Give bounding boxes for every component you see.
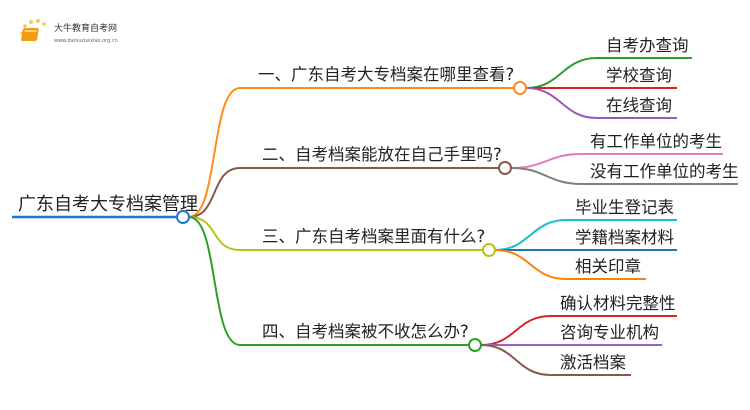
child-edge <box>510 167 738 185</box>
child-label: 在线查询 <box>606 96 672 115</box>
child-label: 没有工作单位的考生 <box>590 162 739 181</box>
branch-edge <box>188 216 483 251</box>
child-edge <box>494 219 677 251</box>
branch-label: 一、广东自考大专档案在哪里查看? <box>258 65 514 84</box>
book-logo-icon <box>20 19 46 42</box>
child-label: 学校查询 <box>606 66 672 85</box>
branch-edge <box>188 216 469 346</box>
child-label: 确认材料完整性 <box>560 294 676 313</box>
branch-edge <box>188 167 499 218</box>
child-label: 相关印章 <box>575 257 641 276</box>
child-edge <box>494 249 646 280</box>
child-edge <box>510 153 723 169</box>
logo: 大牛教育自考网 www.daniuzuexiao.org.cn <box>20 19 118 44</box>
child-edge <box>480 344 631 376</box>
child-label: 咨询专业机构 <box>560 323 659 342</box>
child-label: 激活档案 <box>560 353 627 372</box>
branch-edge <box>188 87 514 218</box>
branch-collapse-toggle[interactable] <box>498 161 512 175</box>
branch-collapse-toggle[interactable] <box>513 81 527 95</box>
child-label: 毕业生登记表 <box>575 198 674 217</box>
child-label: 学籍档案材料 <box>575 228 674 247</box>
logo-title: 大牛教育自考网 <box>54 22 117 34</box>
branch-collapse-toggle[interactable] <box>482 243 496 257</box>
child-edge <box>525 87 677 119</box>
child-edge <box>525 57 692 89</box>
branch-label: 四、自考档案被不收怎么办? <box>262 322 469 341</box>
root-label: 广东自考大专档案管理 <box>18 194 198 215</box>
child-label: 自考办查询 <box>606 36 689 55</box>
child-label: 有工作单位的考生 <box>590 132 722 151</box>
child-edge <box>480 315 677 346</box>
logo-url: www.daniuzuexiao.org.cn <box>54 38 118 44</box>
root-collapse-toggle[interactable] <box>176 210 190 224</box>
branch-collapse-toggle[interactable] <box>468 338 482 352</box>
branch-label: 三、广东自考档案里面有什么? <box>262 227 485 246</box>
branch-label: 二、自考档案能放在自己手里吗? <box>262 145 502 164</box>
